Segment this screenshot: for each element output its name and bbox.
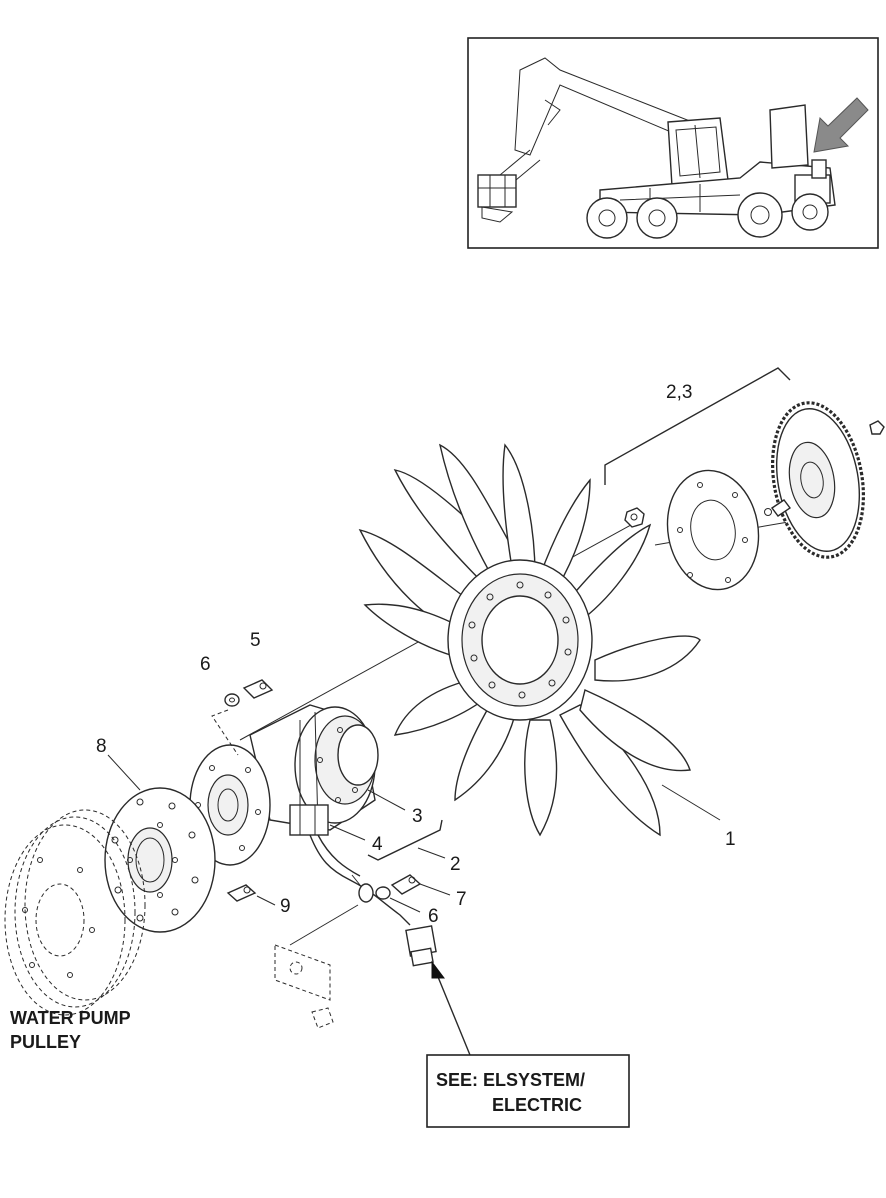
callout-2: 2: [450, 854, 461, 875]
see-reference-line1: SEE: ELSYSTEM/: [436, 1070, 585, 1090]
washer-6-upper: [224, 693, 240, 707]
bolt-7: [390, 874, 422, 895]
callout-5: 5: [250, 630, 261, 651]
see-reference-box: SEE: ELSYSTEM/ ELECTRIC: [426, 1054, 630, 1128]
water-pump-label-line2: PULLEY: [10, 1032, 81, 1052]
gear-bolt: [764, 420, 885, 517]
callout-7: 7: [456, 889, 467, 910]
harvester-crane-icon: [477, 57, 701, 223]
ground-terminal: [351, 874, 374, 903]
locator-arrow-icon: [813, 97, 869, 153]
water-pump-label-line1: WATER PUMP: [10, 1008, 131, 1028]
drive-gear: [771, 401, 865, 559]
callout-3: 3: [412, 806, 423, 827]
callout-4: 4: [372, 834, 383, 855]
leader-6-lower: [389, 897, 421, 913]
callout-2-3: 2,3: [666, 382, 692, 403]
bracket-2: [367, 819, 443, 861]
leader-2: [417, 847, 446, 859]
leader-1: [661, 784, 721, 821]
harvester-cab-icon: [667, 117, 729, 187]
fan-adapter-plate: [666, 469, 760, 591]
hub-bolt-holes: [468, 581, 572, 699]
reference-arrow-icon: [431, 960, 471, 1056]
bolt-9: [226, 884, 257, 902]
callout-8: 8: [96, 736, 107, 757]
callout-6-lower: 6: [428, 906, 439, 927]
leader-3: [367, 789, 406, 811]
viscous-fan-clutch: [249, 704, 379, 831]
water-pump-pulley: [4, 809, 146, 1016]
bolt-5: [242, 679, 274, 699]
harvester-wheels-icon: [586, 192, 829, 239]
leader-7: [419, 883, 451, 896]
bracket-2-3: [604, 367, 791, 485]
bolt-5-path: [211, 709, 239, 756]
machine-locator-inset: [467, 37, 879, 249]
see-reference-line2: ELECTRIC: [492, 1095, 582, 1115]
cooling-fan: [358, 443, 701, 837]
leader-4: [329, 824, 366, 841]
callout-9: 9: [280, 896, 291, 917]
callout-6-upper: 6: [200, 654, 211, 675]
nut: [624, 507, 645, 528]
wire-connector-plug: [405, 925, 437, 967]
leader-8: [107, 754, 141, 791]
mounting-flange: [104, 787, 216, 933]
callout-1: 1: [725, 829, 736, 850]
washer-6-lower: [375, 886, 391, 900]
leader-9: [256, 895, 276, 906]
clutch-connector: [289, 804, 411, 926]
engine-bracket: [274, 904, 359, 1029]
